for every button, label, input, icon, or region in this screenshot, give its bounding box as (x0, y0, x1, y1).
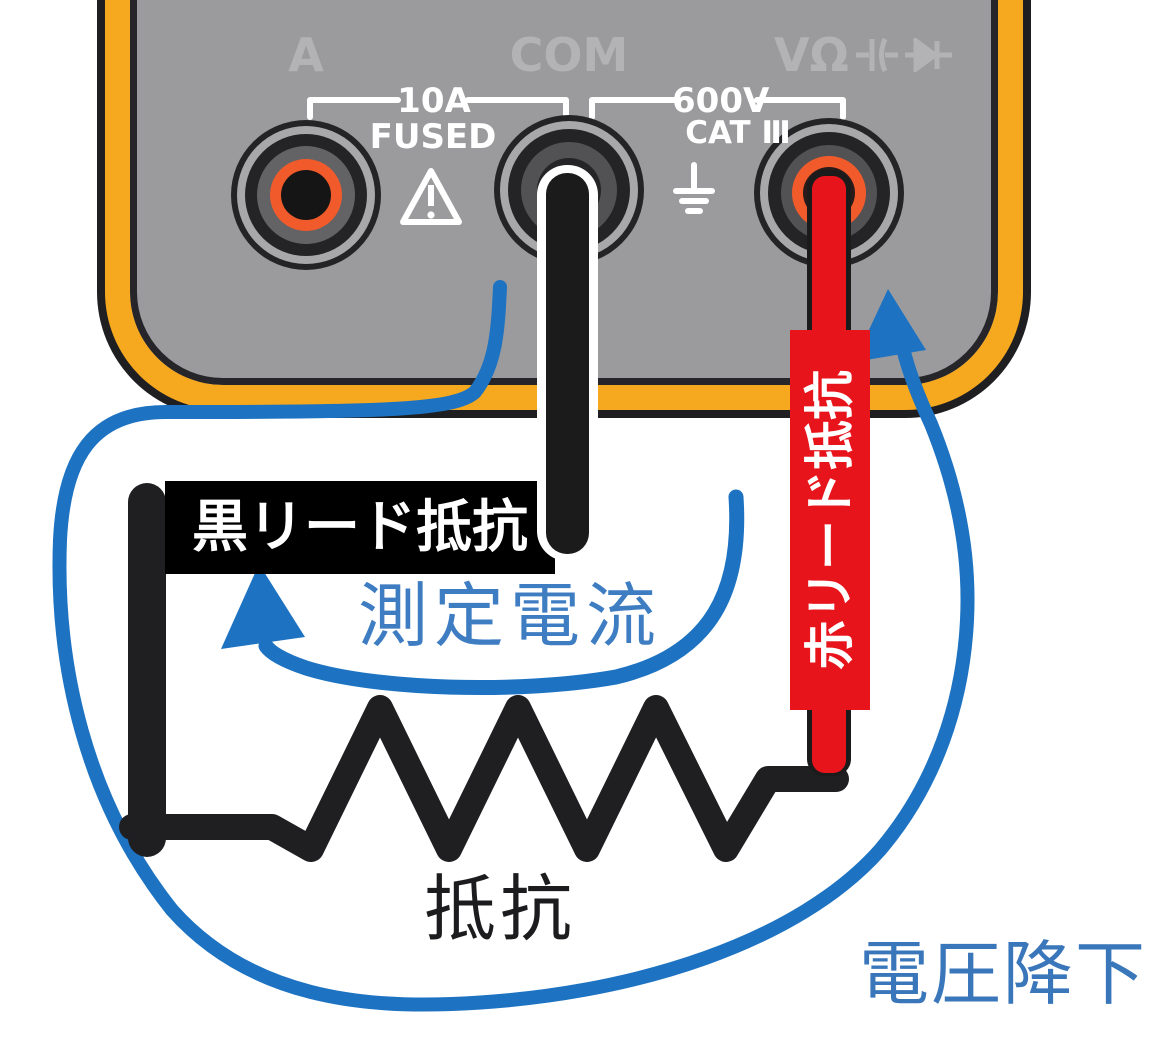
ground-icon (673, 162, 715, 214)
jack-a (231, 120, 381, 270)
jack-volt-ohm-label: VΩ (774, 28, 849, 82)
measured-current-arrowhead (221, 564, 305, 649)
warning-icon (400, 168, 462, 225)
black-lead-resistance-label: 黒リード抵抗 (165, 481, 555, 574)
red-lead-resistance-label: 赤リード抵抗 (790, 330, 870, 710)
voltage-loop-arrow (52, 280, 975, 1012)
resistor-symbol (119, 695, 849, 862)
resistor-label: 抵抗 (423, 867, 576, 951)
jack-com (494, 115, 644, 265)
cat-rating-label: CAT Ⅲ (685, 115, 791, 151)
range-10a-label: 10A (397, 81, 471, 121)
bracket-600v (589, 97, 846, 120)
jack-com-label: COM (509, 28, 629, 82)
jack-a-label: A (288, 28, 324, 82)
bracket-10a (307, 97, 569, 120)
measured-current-label: 測定電流 (358, 575, 662, 657)
capacitor-icon (855, 38, 898, 72)
jack-volt-ohm-label-row: VΩ (774, 32, 953, 78)
measured-current-arrow (221, 489, 745, 695)
voltage-drop-label: 電圧降下 (859, 933, 1147, 1015)
fused-label: FUSED (369, 117, 497, 157)
range-600v-label: 600V (672, 81, 770, 121)
voltage-loop-arrowhead (854, 289, 926, 362)
diode-icon (904, 38, 952, 72)
